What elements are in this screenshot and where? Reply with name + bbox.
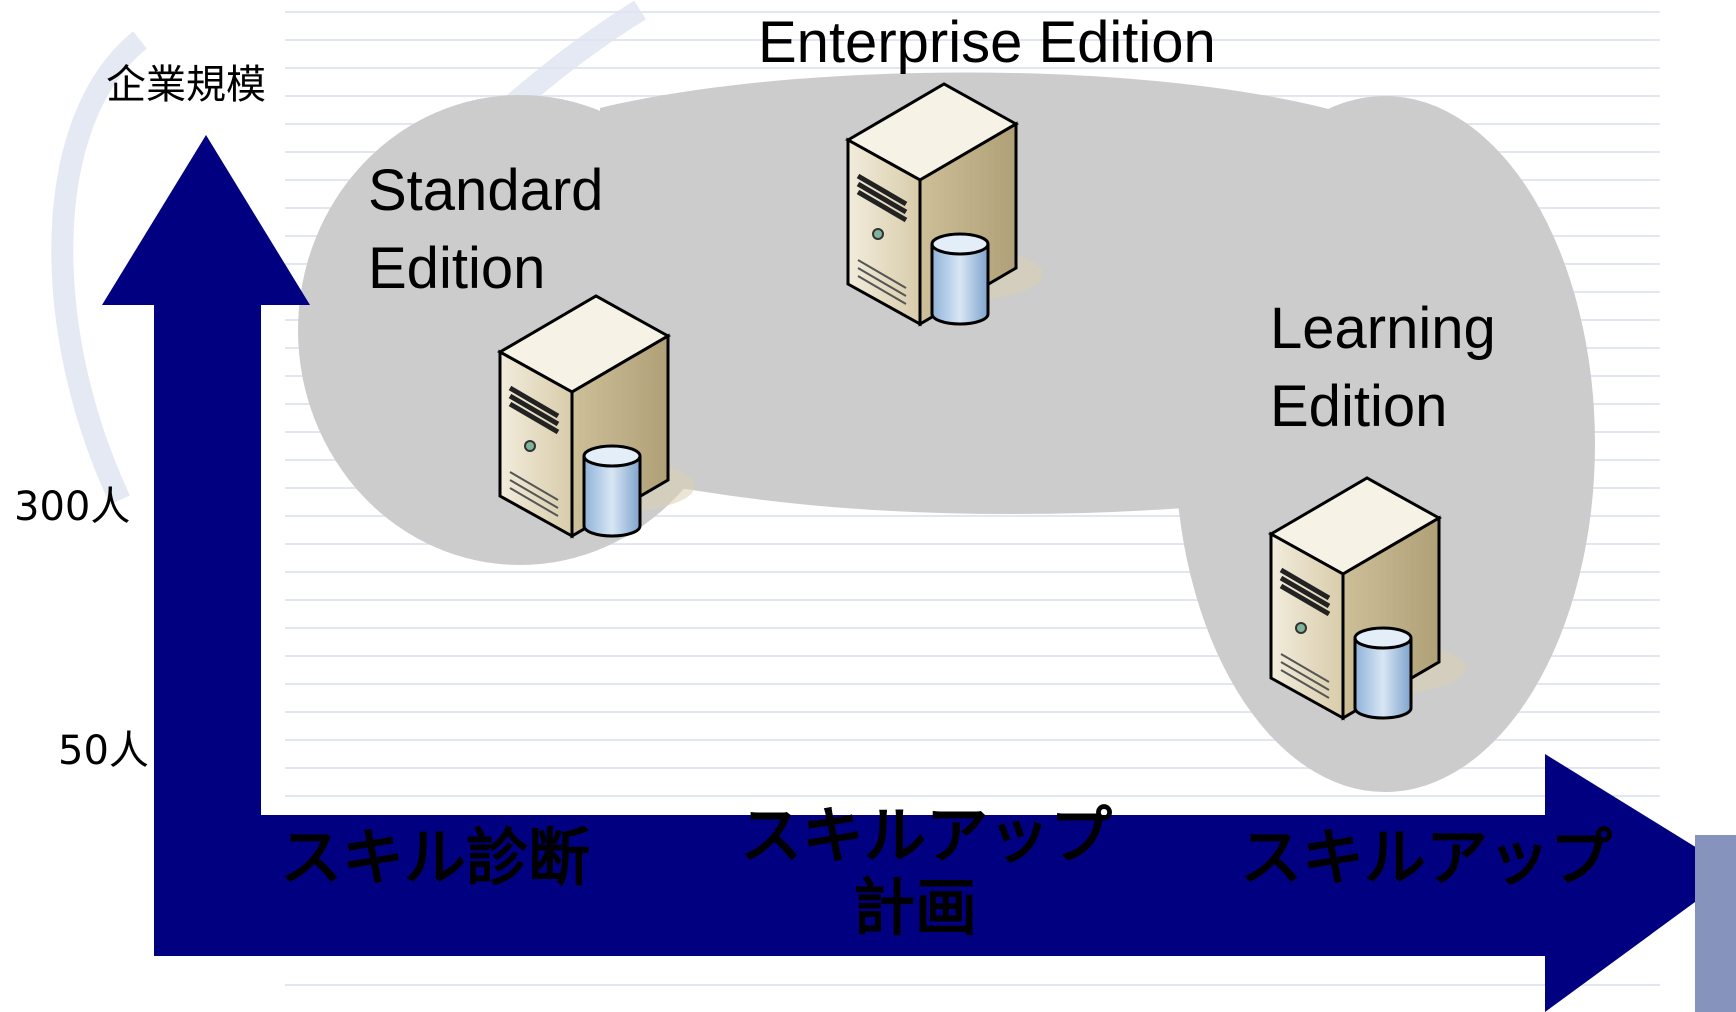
process-arrow xyxy=(154,754,1736,1012)
standard-edition-line2: Edition xyxy=(368,236,546,301)
standard-edition-line1: Standard xyxy=(368,158,604,223)
learning-edition-line2: Edition xyxy=(1270,374,1448,439)
step-skill-up-plan-line2: 計画 xyxy=(852,871,977,944)
y-axis-arrow xyxy=(102,135,310,815)
step-skill-up-plan-line1: スキルアップ xyxy=(740,799,1113,872)
step-skill-diagnosis: スキル診断 xyxy=(280,821,591,894)
step-skill-up: スキルアップ xyxy=(1240,821,1613,894)
y-tick-50: 50人 xyxy=(58,728,149,774)
learning-edition-line1: Learning xyxy=(1270,296,1496,361)
enterprise-edition-label: Enterprise Edition xyxy=(758,10,1216,75)
corner-accent xyxy=(1695,835,1736,1012)
step-skill-up-plan: スキルアップ 計画 xyxy=(740,799,1113,944)
y-tick-300: 300人 xyxy=(14,484,131,530)
learning-edition-label: Learning Edition xyxy=(1270,290,1496,446)
y-axis-title: 企業規模 xyxy=(106,62,266,108)
standard-edition-label: Standard Edition xyxy=(368,152,603,308)
